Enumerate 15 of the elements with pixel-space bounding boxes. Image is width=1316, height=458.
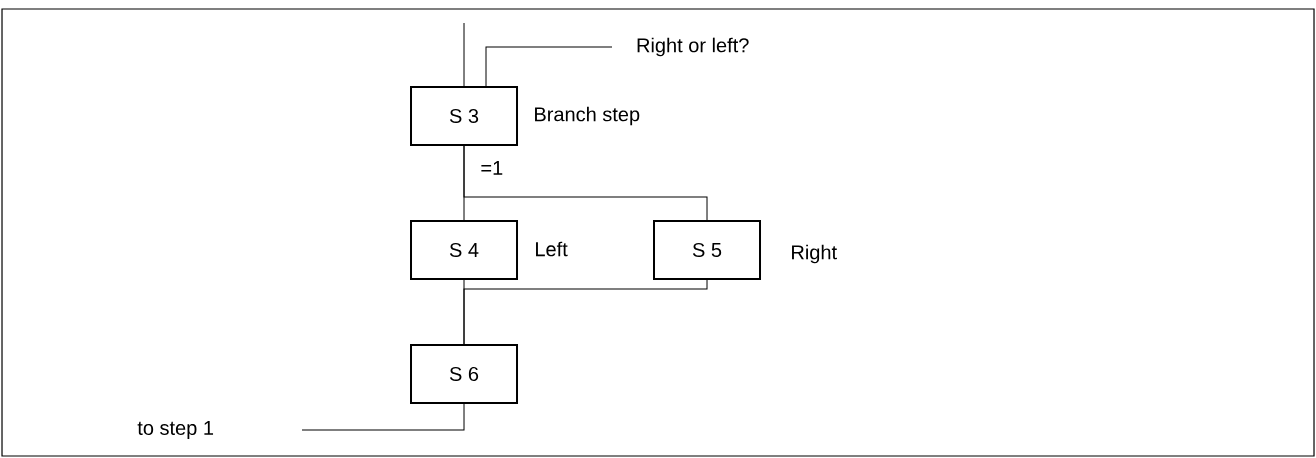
connector-line (301, 403, 465, 431)
step-description: Branch step (535, 106, 640, 126)
connector-line (463, 145, 708, 221)
condition-text: Right or left? (637, 37, 749, 57)
step-box: S 4 (410, 220, 518, 280)
step-box: S 6 (410, 344, 518, 404)
step-box: S 3 (410, 86, 518, 146)
step-box: S 5 (653, 220, 761, 280)
step-description: Left (536, 241, 568, 257)
step-description: Right (792, 244, 837, 264)
transition-condition: =1 (481, 161, 503, 175)
connector-line (463, 279, 708, 345)
connector-line (463, 22, 465, 87)
connector-line (485, 46, 613, 87)
target-text: to step 1 (137, 421, 214, 439)
